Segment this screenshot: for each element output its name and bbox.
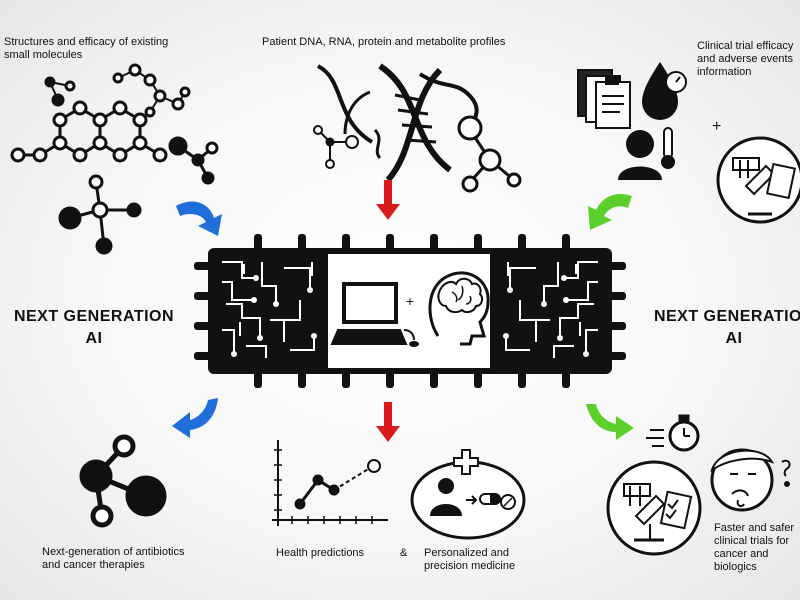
green-arrow-top-right	[588, 193, 632, 230]
svg-text:+: +	[406, 293, 414, 309]
right-next-generation-ai-title: NEXT GENERATION AI	[653, 308, 800, 347]
sick-patient-face-icon	[710, 448, 791, 512]
health-predictions-label: Health predictions	[276, 547, 365, 559]
antibiotic-molecule-icon	[79, 434, 167, 528]
green-arrow-bottom-right	[586, 404, 634, 440]
top-left-label: Structures and efficacy of existing smal…	[4, 36, 169, 61]
clipboard-documents-icon	[577, 69, 631, 129]
top-right-label: Clinical trial efficacy and adverse even…	[697, 40, 794, 78]
lab-trial-circle-icon	[716, 136, 800, 224]
chip-plus-sign: +	[406, 293, 414, 309]
left-next-generation-ai-title: NEXT GENERATION AI	[13, 308, 175, 347]
human-brain-head-icon	[428, 271, 490, 346]
stopwatch-icon	[646, 414, 700, 452]
ampersand-label: &	[400, 547, 408, 559]
bottom-left-label: Next-generation of antibiotics and cance…	[42, 546, 185, 571]
clinical-trial-lab-circle-icon	[606, 460, 702, 556]
red-arrow-top-center	[376, 180, 400, 220]
ai-chip-icon	[194, 234, 626, 388]
small-molecule-icon	[10, 63, 219, 255]
personalized-medicine-label: Personalized and precision medicine	[424, 547, 516, 572]
top-right-plus: +	[712, 118, 722, 135]
personalized-medicine-icon	[410, 449, 526, 540]
bottom-right-label: Faster and safer clinical trials for can…	[714, 522, 795, 573]
dna-helix-icon	[313, 63, 522, 193]
blue-arrow-top-left	[176, 201, 222, 236]
blood-pressure-icon	[642, 62, 687, 120]
red-arrow-bottom-center	[376, 402, 400, 442]
top-center-label: Patient DNA, RNA, protein and metabolite…	[262, 36, 506, 48]
health-prediction-chart-icon	[272, 440, 388, 526]
patient-fever-icon	[618, 127, 675, 180]
blue-arrow-bottom-left	[172, 398, 218, 438]
laptop-icon	[330, 282, 419, 347]
